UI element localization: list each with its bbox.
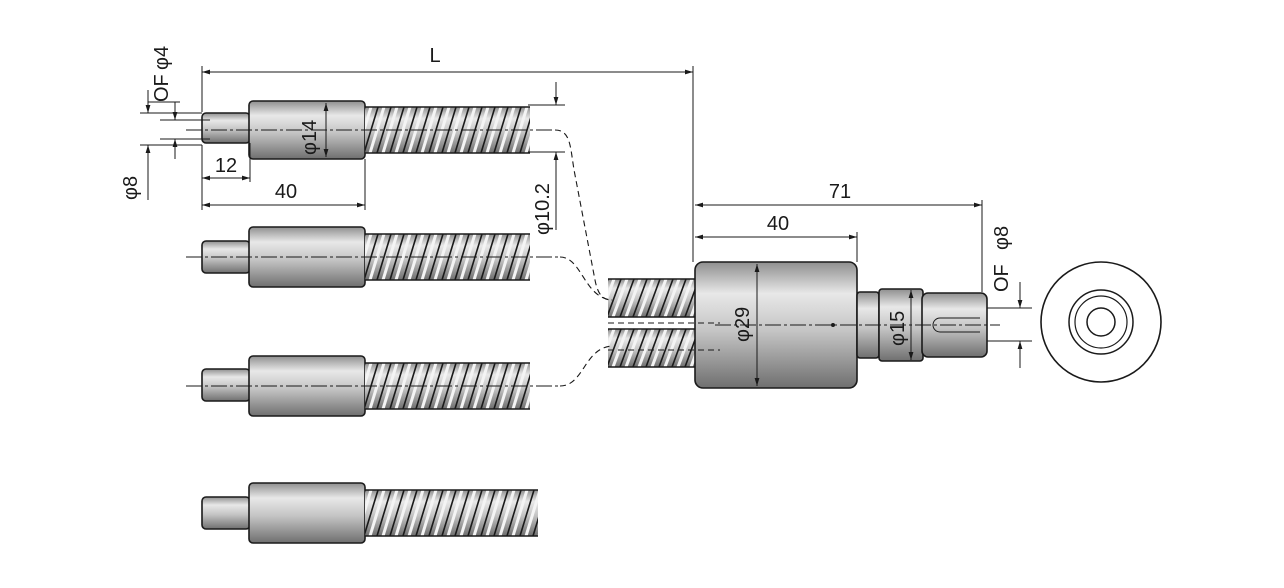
dim-length-40-right: 40 xyxy=(767,213,789,235)
dim-phi-small: φ4 xyxy=(151,46,173,70)
motor-assembly xyxy=(608,261,1000,389)
shaft-3-pin xyxy=(201,368,251,402)
dim-of-right: OF xyxy=(991,264,1013,292)
dim-overall-length: L xyxy=(429,45,440,67)
dim-phi-8-right: φ8 xyxy=(991,226,1013,250)
connection-curve-1 xyxy=(554,129,613,301)
dim-length-40-left: 40 xyxy=(275,181,297,203)
shaft-4-nut xyxy=(248,482,366,544)
assembly-lower-thread xyxy=(608,329,695,367)
end-view-ring-inner xyxy=(1074,295,1128,349)
assembly-upper-thread xyxy=(608,279,695,317)
dim-phi-10-2: φ10.2 xyxy=(532,183,554,235)
connection-curve-2 xyxy=(559,256,613,301)
shaft-2 xyxy=(186,226,560,288)
dim-phi-29: φ29 xyxy=(732,307,754,342)
key-slot xyxy=(932,317,980,333)
end-view-outer xyxy=(1040,261,1162,383)
end-view-ring xyxy=(1068,289,1134,355)
dim-length-71: 71 xyxy=(829,181,851,203)
center-dot xyxy=(831,323,835,327)
end-view xyxy=(1040,261,1162,383)
dim-phi-14: φ14 xyxy=(299,120,321,155)
dim-length-12: 12 xyxy=(215,155,237,177)
assembly-hidden-lines xyxy=(608,322,720,351)
shaft-4-pin xyxy=(201,496,251,530)
dim-phi-15: φ15 xyxy=(887,311,909,346)
end-view-bore xyxy=(1086,307,1116,337)
dim-of-small: OF xyxy=(151,74,173,102)
shaft-1 xyxy=(186,100,555,160)
connection-curve-3 xyxy=(559,345,613,387)
shaft-3 xyxy=(186,355,560,417)
dimensions: L OF φ4 φ8 φ14 φ10.2 12 40 xyxy=(120,45,1032,386)
dim-phi-8-left: φ8 xyxy=(120,176,142,200)
shaft-4 xyxy=(201,482,538,544)
shaft-4-thread xyxy=(365,490,538,536)
